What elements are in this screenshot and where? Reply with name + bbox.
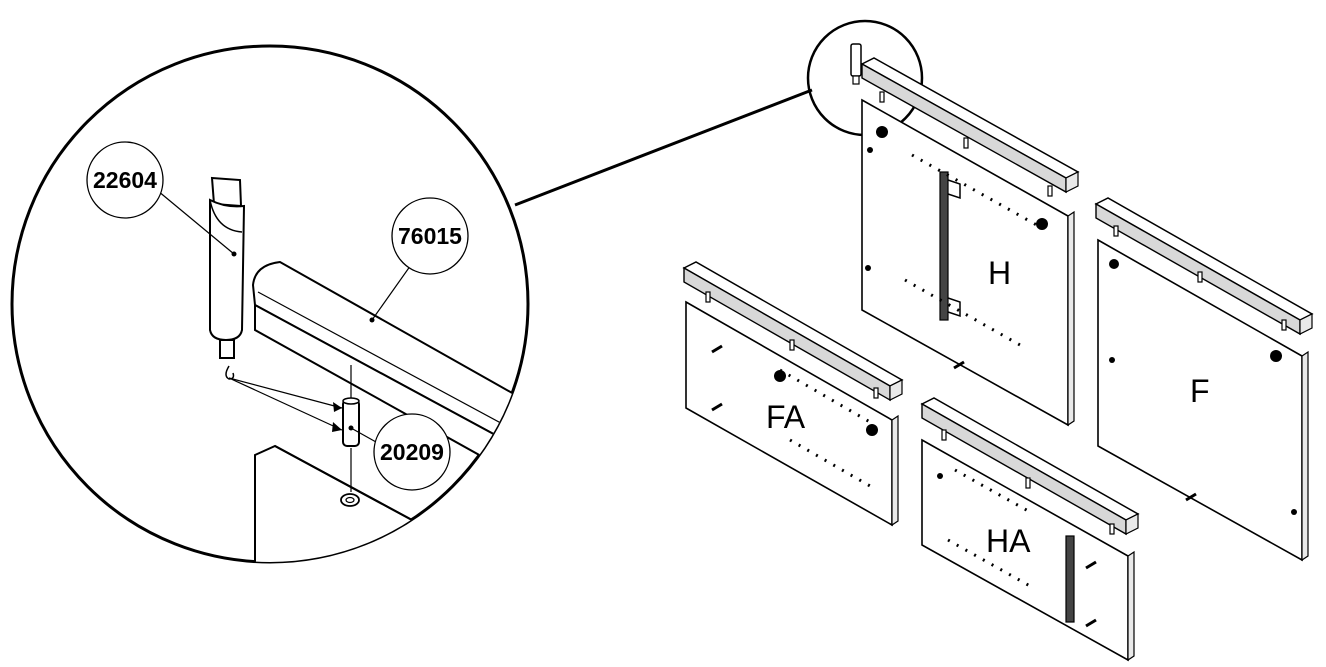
ha-handle-bar — [1065, 535, 1075, 623]
detail-link-line — [514, 88, 813, 207]
rail-ha — [920, 397, 1140, 536]
rail-f — [1094, 197, 1314, 336]
callout-label-20209: 20209 — [380, 439, 444, 465]
cam-bolt — [342, 365, 360, 492]
panel-ha: HA — [921, 438, 1135, 662]
callout-label-22604: 22604 — [93, 167, 157, 193]
detail-view: 22604 76015 20209 — [10, 44, 530, 564]
marker-tool — [850, 43, 862, 85]
panel-label-ha: HA — [986, 523, 1031, 559]
panel-label-fa: FA — [766, 399, 806, 435]
panel-label-f: F — [1190, 373, 1210, 409]
panel-label-h: H — [988, 255, 1011, 291]
callout-label-76015: 76015 — [398, 223, 462, 249]
dowel-tool — [209, 176, 246, 359]
hook-icon — [225, 365, 235, 380]
handle-bar — [939, 171, 949, 321]
callout-76015: 76015 — [391, 197, 469, 275]
dowel-pins — [705, 91, 1287, 535]
callout-20209: 20209 — [373, 413, 451, 491]
callout-22604: 22604 — [86, 141, 164, 219]
rail-h — [860, 57, 1080, 194]
rail-fa — [682, 261, 904, 402]
panel-fa: FA — [685, 300, 899, 527]
panel-h: H — [861, 98, 1075, 427]
panel-f: F — [1097, 238, 1309, 562]
